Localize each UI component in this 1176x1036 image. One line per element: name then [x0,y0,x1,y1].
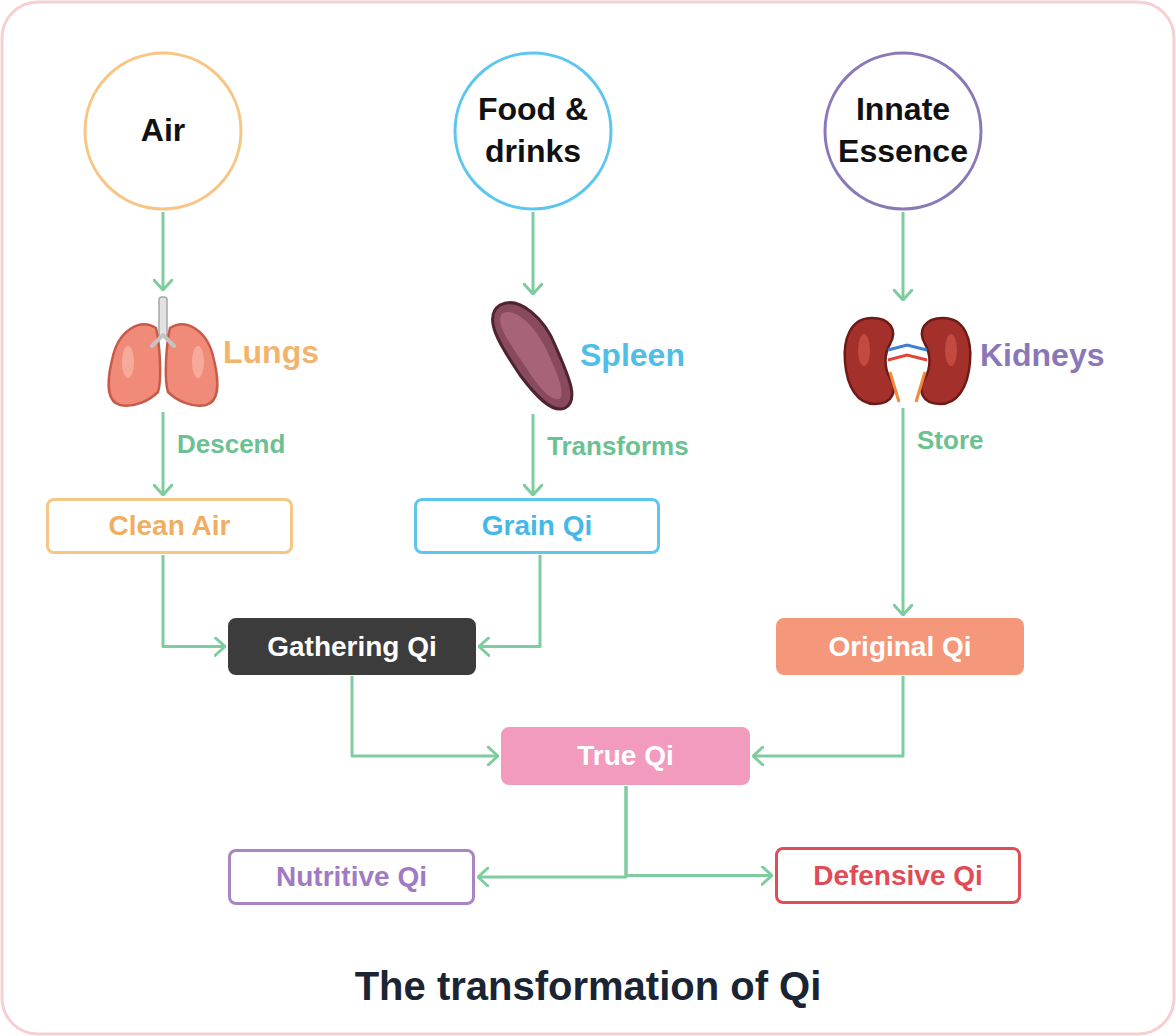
organ: Spleen [478,297,700,413]
edge-label: Descend [173,429,289,460]
flow-arrow [163,555,225,647]
qi-box: Gathering Qi [228,618,476,675]
organ-label: Spleen [580,337,685,374]
circle-outline [453,51,613,211]
edge-label: Store [913,425,987,456]
node-label: Clean Air [109,510,231,542]
qi-box: Original Qi [776,618,1024,675]
circle-outline [823,51,983,211]
flow-arrow [532,212,535,294]
qi-box: Defensive Qi [775,847,1021,904]
organ: Kidneys [840,303,1120,407]
node-label: Food & drinks [463,89,603,172]
source-circle: Innate Essence [823,51,983,211]
flow-arrow [532,414,535,495]
organ-label: Lungs [223,334,319,371]
node-label: True Qi [577,740,673,772]
diagram-title: The transformation of Qi [0,964,1176,1009]
flow-arrow [753,676,903,756]
flow-arrow [626,786,772,876]
qi-box: Nutritive Qi [228,849,475,905]
source-circle: Food & drinks [453,51,613,211]
node-label: Gathering Qi [267,631,437,663]
organ: Lungs [105,293,327,411]
flow-arrow [162,412,165,495]
kidneys-illustration [845,318,971,404]
organ-label: Kidneys [980,337,1104,374]
qi-box: True Qi [501,727,750,785]
spleen-illustration [493,303,572,409]
node-label: Defensive Qi [813,860,983,892]
node-label: Original Qi [828,631,971,663]
node-label: Air [141,110,185,152]
node-label: Innate Essence [833,89,973,172]
source-circle: Air [83,51,243,211]
node-label: Nutritive Qi [276,861,427,893]
flow-arrow [352,676,498,756]
lungs-illustration [109,297,218,406]
flow-arrow [902,212,905,300]
flow-arrow [479,555,540,647]
flow-arrow [902,408,905,615]
qi-box: Grain Qi [414,498,660,554]
node-label: Grain Qi [482,510,592,542]
flow-arrow [478,786,626,877]
qi-box: Clean Air [46,498,293,554]
flow-arrow [162,212,165,290]
edge-label: Transforms [543,431,693,462]
